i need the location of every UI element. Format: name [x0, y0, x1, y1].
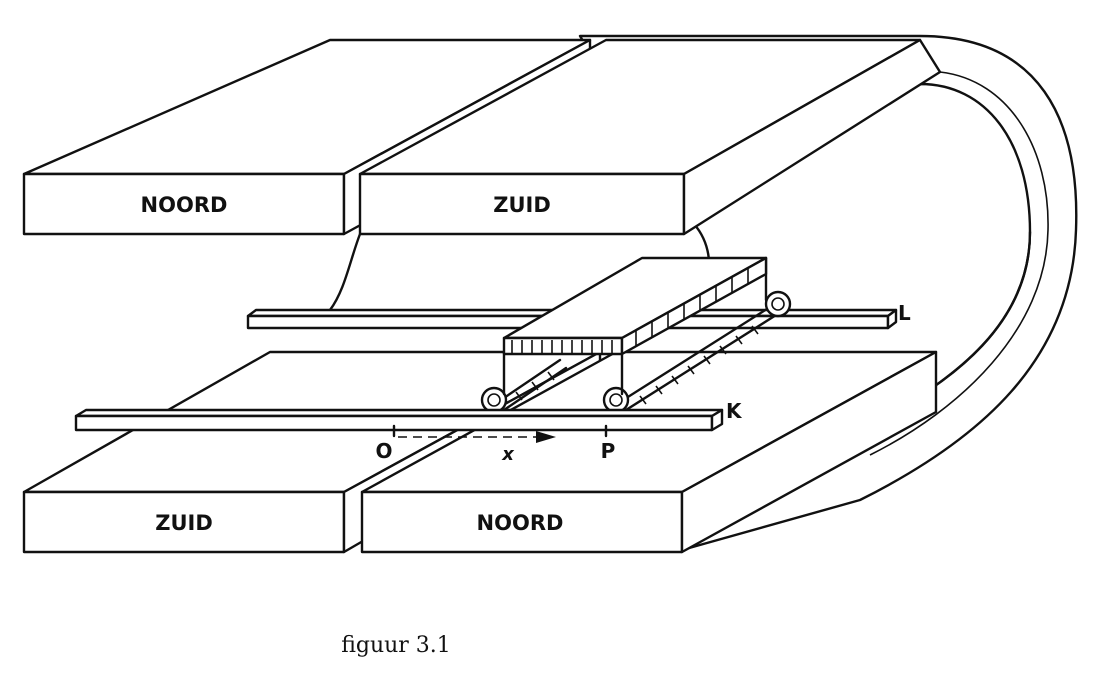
pole-label-bottom-right: NOORD	[477, 511, 564, 535]
rail-label-k: K	[726, 399, 743, 423]
axis-variable-label: x	[501, 444, 515, 465]
pole-label-top-left: NOORD	[141, 193, 228, 217]
position-axis: O P x	[375, 424, 616, 465]
top-right-pole: ZUID	[358, 38, 942, 236]
rail-k: K	[74, 399, 743, 432]
figure-caption: figuur 3.1	[341, 633, 451, 658]
x-arrow-head	[536, 431, 556, 443]
cart	[480, 256, 792, 414]
point-label-p: P	[601, 439, 616, 463]
point-label-o: O	[375, 439, 392, 463]
wheel-front-right	[602, 386, 630, 414]
wheel-back-right	[764, 290, 792, 318]
pole-label-top-right: ZUID	[493, 193, 551, 217]
wheel-front-left	[480, 386, 508, 414]
pole-label-bottom-left: ZUID	[155, 511, 213, 535]
rail-label-l: L	[898, 301, 911, 325]
